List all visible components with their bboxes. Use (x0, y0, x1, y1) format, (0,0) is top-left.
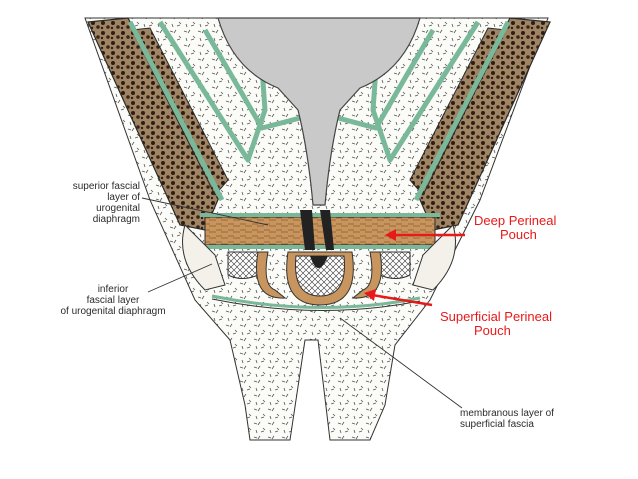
bladder (217, 17, 421, 206)
deep-perineal-pouch-label: Deep Perineal Pouch (474, 213, 557, 242)
red-arrows (364, 229, 465, 307)
superior-fascial-label: superior fascial layer of urogenital dia… (72, 181, 140, 225)
deep-perineal-pouch (200, 210, 440, 250)
membranous-layer-label: membranous layer of superficial fascia (460, 408, 554, 430)
superficial-pouch-structures (256, 251, 382, 306)
membranous-layer (211, 294, 421, 312)
inferior-fascial-label: inferior fascial layer of urogenital dia… (60, 284, 166, 317)
superficial-perineal-pouch-label: Superficial Perineal Pouch (440, 309, 553, 338)
pointer-lines (141, 197, 463, 409)
lateral-structures (182, 224, 456, 291)
